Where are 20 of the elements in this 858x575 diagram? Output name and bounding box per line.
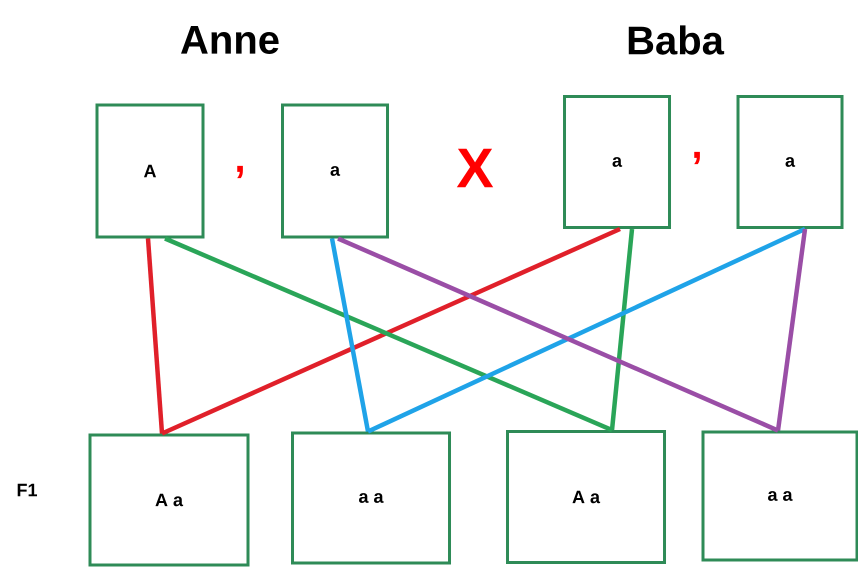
- allele-box: a: [563, 95, 671, 229]
- generation-label: F1: [18, 484, 38, 496]
- connector-line: [330, 238, 370, 432]
- offspring-box: a a: [702, 430, 858, 562]
- allele-box: a: [736, 95, 844, 229]
- parent-name: Baba: [628, 25, 724, 55]
- allele-box: a: [281, 104, 389, 238]
- offspring-box: A a: [88, 434, 250, 566]
- offspring-box: A a: [506, 430, 666, 564]
- comma-sign: ,: [694, 152, 700, 164]
- connector-line: [367, 226, 806, 434]
- comma-sign: ,: [237, 166, 243, 178]
- connector-line: [776, 228, 808, 431]
- connector-line: [146, 238, 164, 434]
- parent-name: Anne: [181, 26, 279, 54]
- cross-sign: X: [456, 148, 494, 188]
- connector-line: [337, 236, 779, 433]
- allele-box: A: [96, 104, 204, 238]
- connector-line: [610, 228, 634, 430]
- offspring-box: a a: [291, 432, 451, 564]
